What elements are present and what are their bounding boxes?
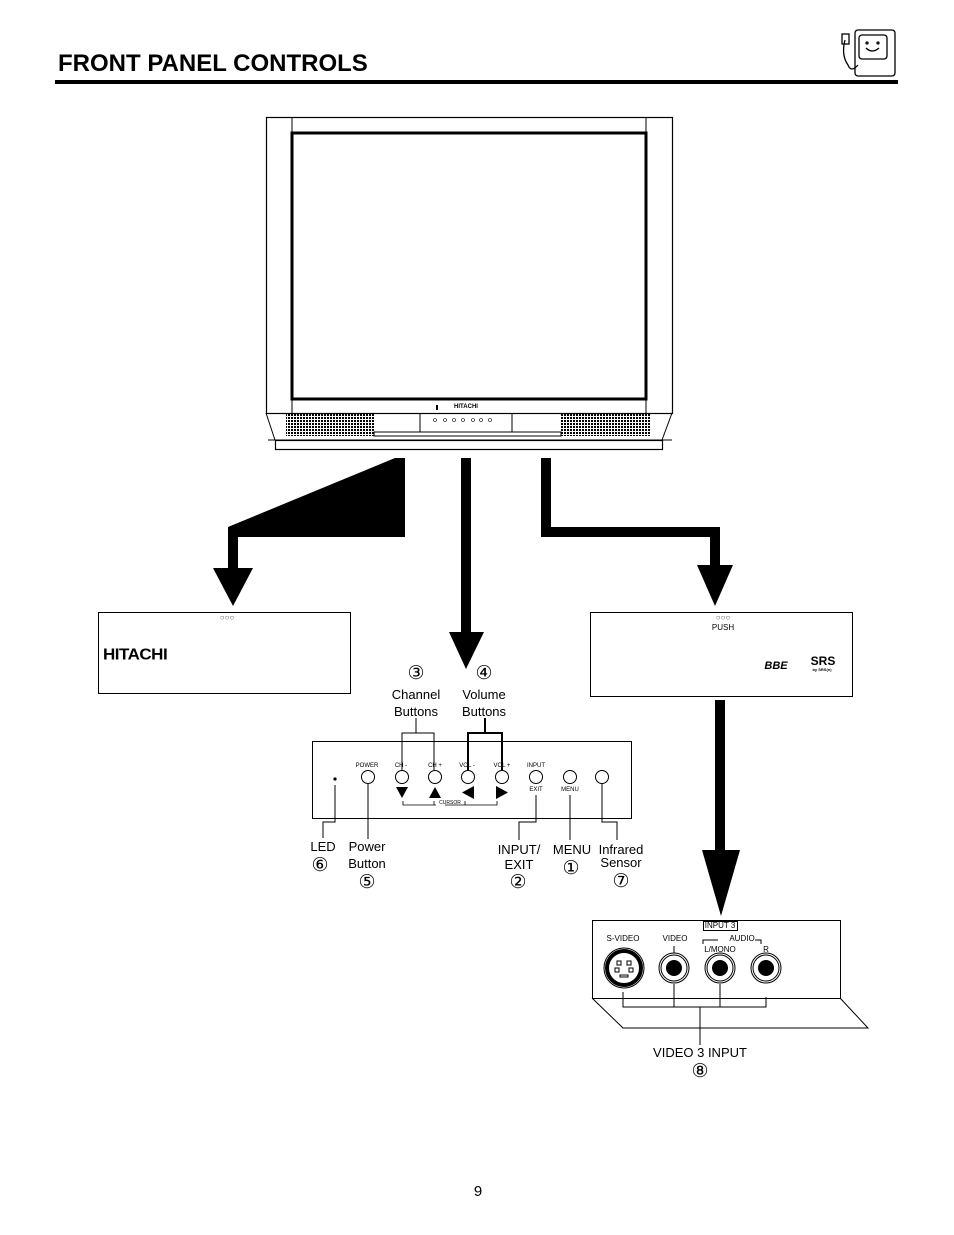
- infrared-callout-number: ⑦: [612, 871, 630, 892]
- cursor-label: CURSOR: [439, 800, 461, 806]
- r-label: R: [763, 945, 769, 954]
- exit-label: EXIT: [529, 787, 543, 793]
- input-exit-callout-number: ②: [509, 872, 527, 893]
- vol-minus-label: VOL -: [459, 763, 475, 769]
- volume-callout-number: ④: [475, 663, 493, 684]
- input3-title: INPUT 3: [704, 921, 736, 930]
- lmono-label: L/MONO: [704, 945, 736, 954]
- volume-callout-line2: Buttons: [461, 704, 507, 719]
- arrows: [213, 458, 740, 916]
- infrared-callout-line1: Infrared: [598, 842, 644, 857]
- left-panel-box: [98, 612, 351, 694]
- menu-callout-number: ①: [562, 858, 580, 879]
- input-label: INPUT: [527, 763, 545, 769]
- input-exit-callout-line1: INPUT/: [497, 842, 541, 857]
- page-number: 9: [473, 1183, 483, 1200]
- ch-plus-label: CH +: [428, 763, 442, 769]
- right-panel-indicator: ○○○: [715, 613, 731, 622]
- hitachi-logo: HITACHI: [103, 645, 168, 664]
- control-panel-box: [312, 741, 632, 819]
- ch-minus-label: CH -: [394, 763, 408, 769]
- tv-brand-logo: HITACHI: [454, 404, 478, 410]
- bbe-logo: BBE: [764, 660, 788, 672]
- page-title: FRONT PANEL CONTROLS: [58, 50, 368, 77]
- power-label: POWER: [355, 763, 379, 769]
- right-panel-box: [590, 612, 853, 697]
- power-callout-line1: Power: [348, 839, 386, 854]
- video-label: VIDEO: [662, 934, 688, 943]
- audio-label: AUDIO: [729, 934, 755, 943]
- channel-callout-number: ③: [407, 663, 425, 684]
- svideo-label: S-VIDEO: [606, 934, 640, 943]
- title-rule: [55, 80, 898, 84]
- channel-callout-line1: Channel: [391, 687, 441, 702]
- input-panel-box: [592, 920, 841, 999]
- infrared-callout-line2: Sensor: [600, 855, 642, 870]
- left-panel-indicator: ○○○: [219, 613, 235, 622]
- push-label: PUSH: [711, 623, 735, 632]
- srs-logo: SRS: [810, 654, 836, 668]
- menu-callout-label: MENU: [552, 842, 592, 857]
- channel-callout-line2: Buttons: [393, 704, 439, 719]
- input-exit-callout-line2: EXIT: [504, 857, 534, 872]
- volume-callout-line1: Volume: [462, 687, 506, 702]
- power-callout-line2: Button: [348, 856, 386, 871]
- power-callout-number: ⑤: [358, 872, 376, 893]
- led-callout-number: ⑥: [311, 855, 329, 876]
- vol-plus-label: VOL +: [493, 763, 511, 769]
- video3-callout-label: VIDEO 3 INPUT: [653, 1045, 747, 1060]
- led-callout-label: LED: [310, 839, 336, 854]
- menu-label: MENU: [561, 787, 579, 793]
- tv-illustration: [265, 116, 674, 451]
- video3-callout-number: ⑧: [691, 1061, 709, 1082]
- srs-sub-logo: by SRS(●): [812, 667, 832, 672]
